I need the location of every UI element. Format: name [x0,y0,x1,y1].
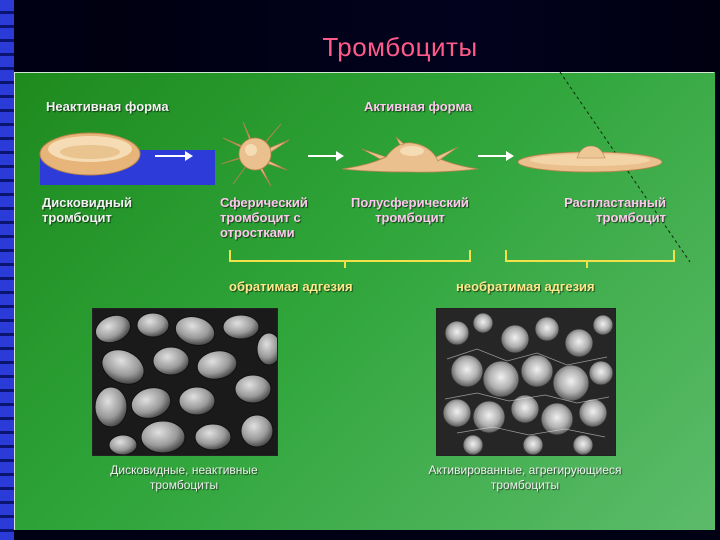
bracket-tick [586,262,588,268]
arrow-icon [308,151,344,161]
slide-title: Тромбоциты [322,32,478,62]
bracket-tick [344,262,346,268]
discoid-platelets-micrograph [92,308,278,456]
left-decorative-strip [0,0,14,540]
reversible-adhesion-bracket [229,250,471,262]
activated-platelets-micrograph [436,308,616,456]
activated-platelets-caption: Активированные, агрегирующиеся тромбоцит… [428,463,622,492]
spherical-platelet-illustration [220,121,290,187]
discoid-platelet-illustration [39,132,141,176]
reversible-adhesion-label: обратимая адгезия [229,279,353,294]
hemispherical-platelet-illustration [341,136,479,173]
spread-platelet-illustration [517,145,663,173]
hemispherical-platelet-label: Полусферический тромбоцит [351,195,469,225]
spread-platelet-label: Распластанный тромбоцит [564,195,666,225]
arrow-icon [155,151,193,161]
spherical-platelet-label: Сферический тромбоцит с отростками [220,195,308,240]
active-form-label: Активная форма [364,99,473,114]
irreversible-adhesion-bracket [505,250,675,262]
top-band [86,0,720,72]
panel-top-border [14,72,714,73]
discoid-platelets-caption: Дисковидные, неактивные тромбоциты [110,463,258,492]
inactive-form-label: Неактивная форма [46,99,169,114]
discoid-platelet-label: Дисковидный тромбоцит [42,195,132,225]
arrow-icon [478,151,514,161]
irreversible-adhesion-label: необратимая адгезия [456,279,595,294]
